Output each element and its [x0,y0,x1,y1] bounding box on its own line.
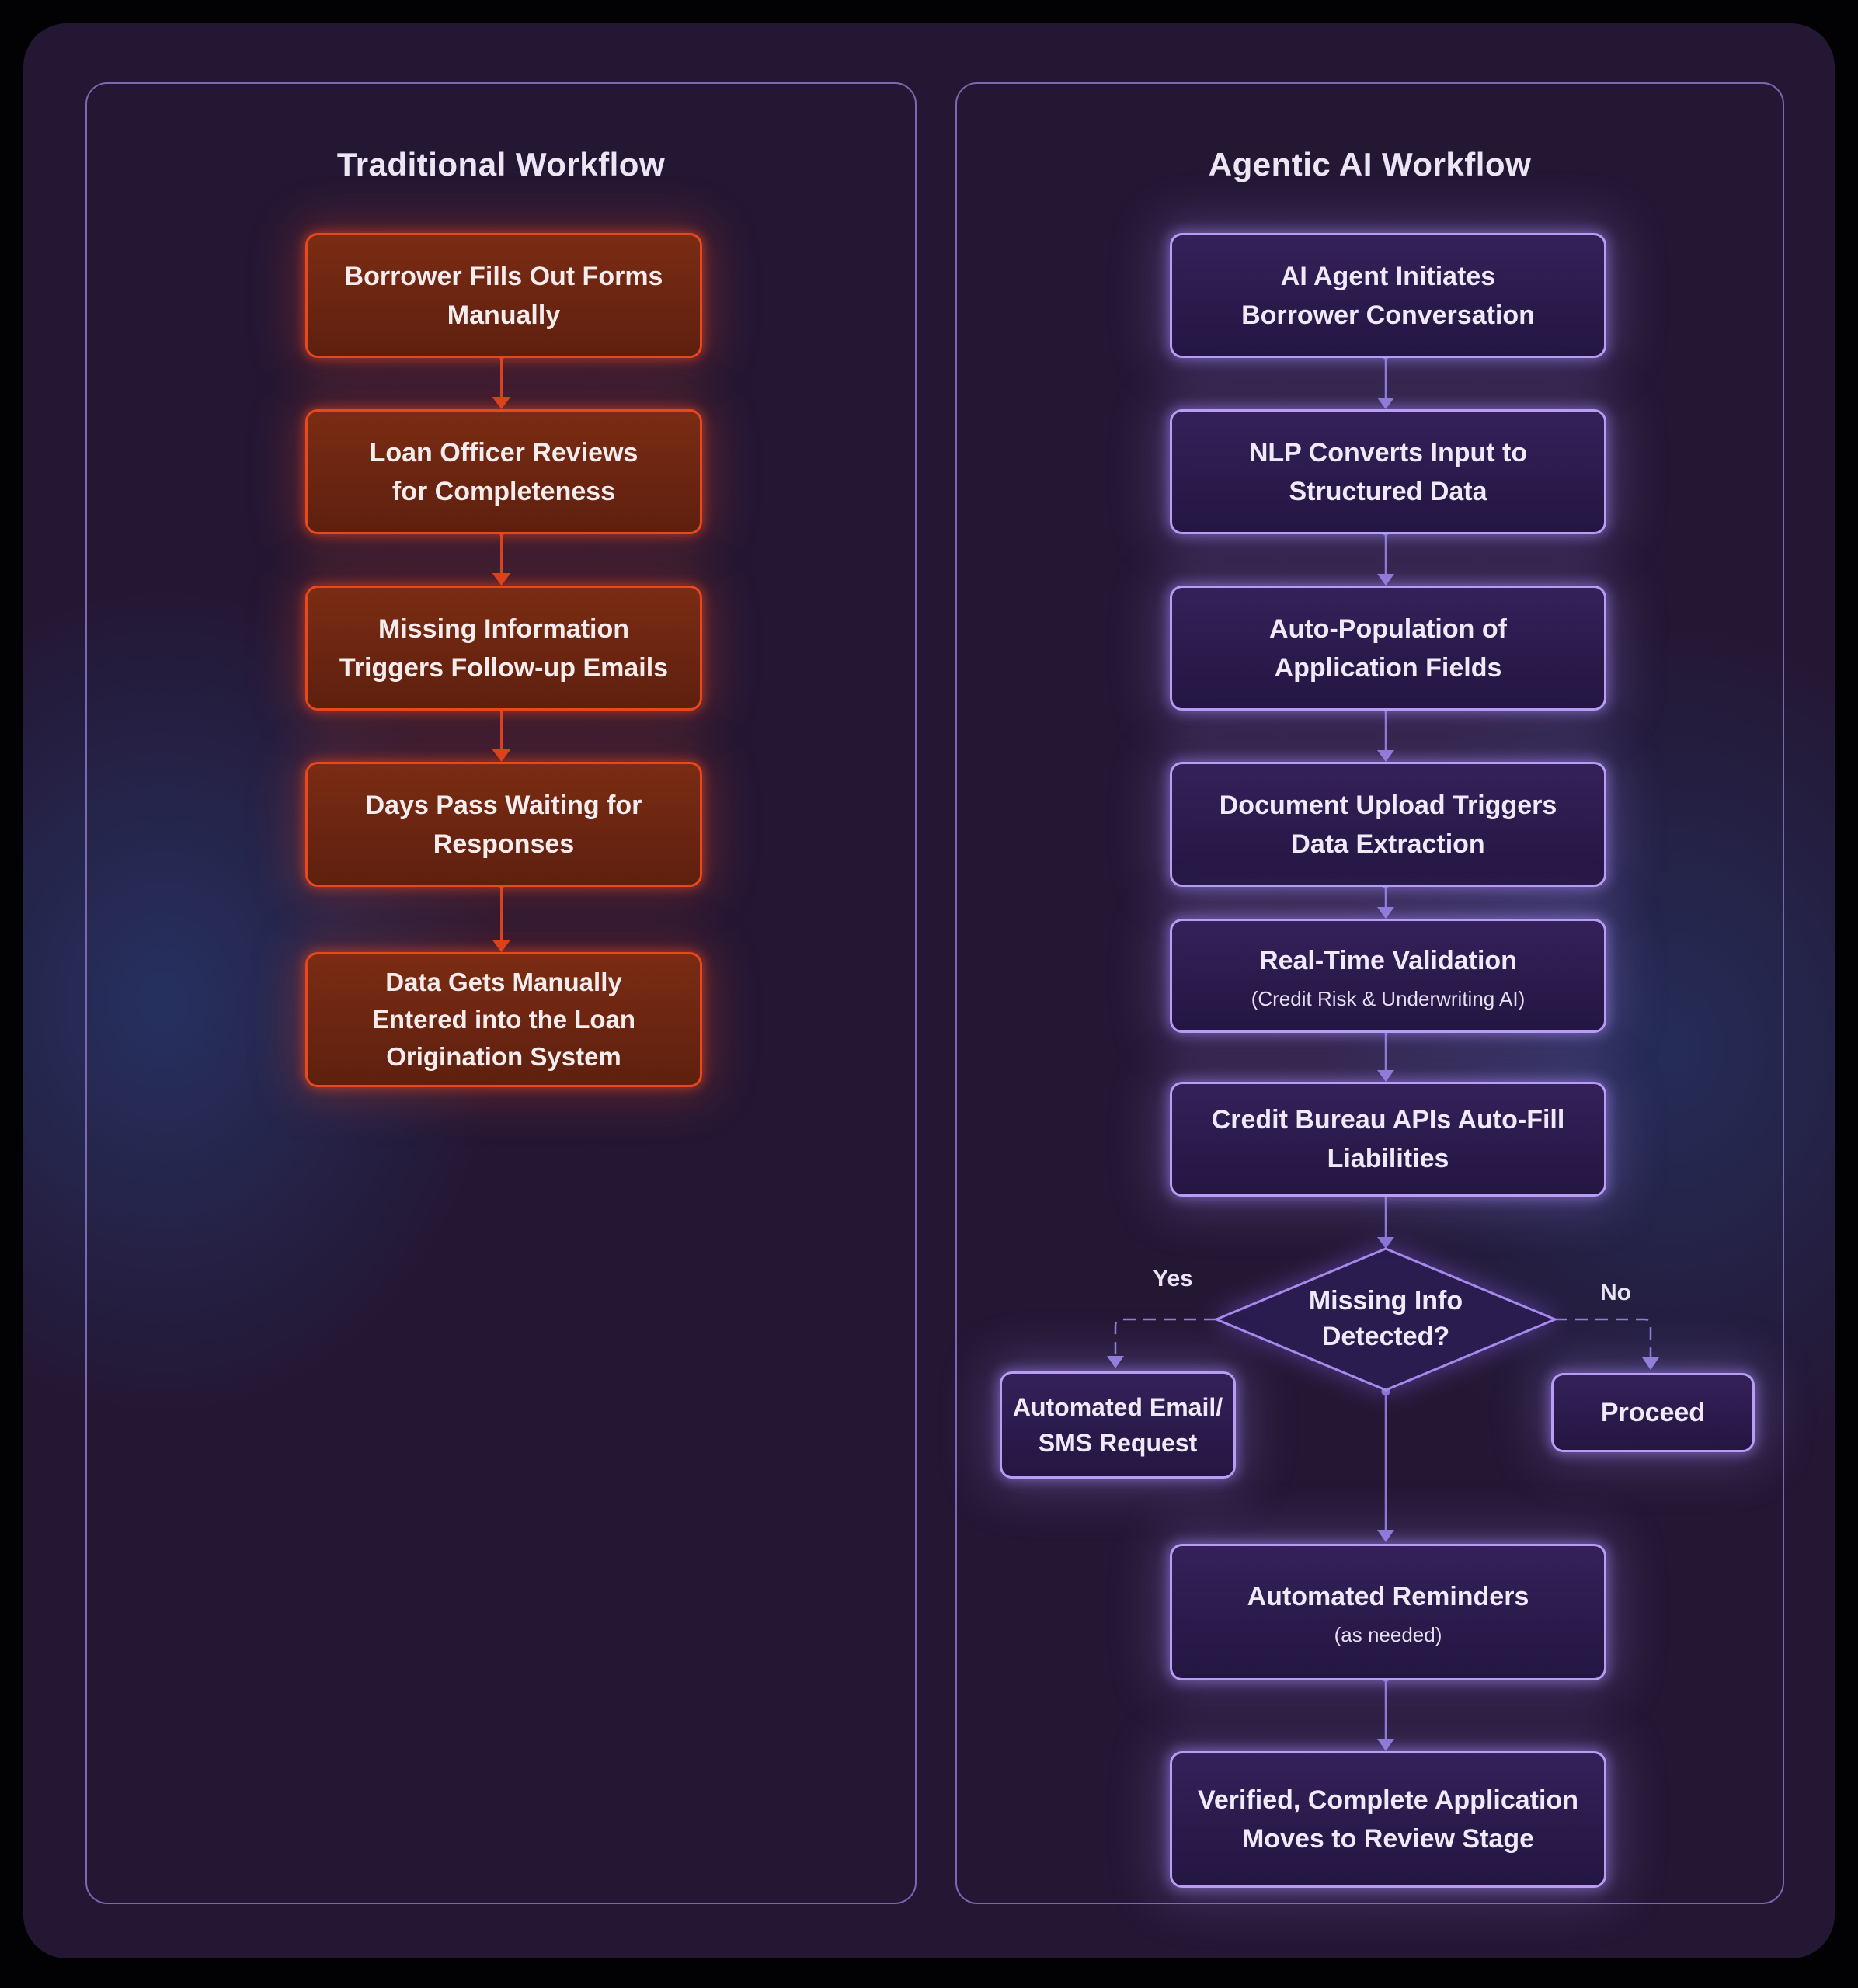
node-line: Data Gets Manually [385,968,622,996]
flow-node-auto-population: Auto-Population of Application Fields [1170,586,1606,711]
no-branch-label: No [1600,1280,1631,1305]
agentic-ai-workflow-title: Agentic AI Workflow [1208,146,1532,182]
node-line: Liabilities [1327,1144,1449,1173]
node-line: Loan Officer Reviews [369,437,638,467]
node-line: Data Extraction [1291,829,1485,859]
right-flow-arrows [1377,350,1394,1751]
decision-branch-connectors [1114,1318,1652,1357]
flow-node-loan-officer-review: Loan Officer Reviews for Completeness [305,409,702,534]
node-line: Proceed [1600,1398,1706,1427]
flow-node-credit-bureau-apis: Credit Bureau APIs Auto-Fill Liabilities [1170,1082,1606,1197]
node-line: Moves to Review Stage [1241,1824,1534,1854]
flow-node-document-upload: Document Upload Triggers Data Extraction [1170,762,1606,887]
yes-branch-label: Yes [1153,1266,1193,1291]
traditional-workflow-title: Traditional Workflow [336,146,666,182]
flow-node-nlp-converts: NLP Converts Input to Structured Data [1170,409,1606,534]
node-line: Manually [447,300,561,330]
flow-node-automated-email-sms: Automated Email/ SMS Request [1000,1371,1236,1479]
node-line: Auto-Population of [1269,613,1507,644]
node-line: AI Agent Initiates [1280,261,1496,291]
flow-node-automated-reminders: Automated Reminders (as needed) [1170,1544,1606,1680]
node-line: SMS Request [1038,1429,1198,1457]
flow-node-missing-info-emails: Missing Information Triggers Follow-up E… [305,586,702,711]
node-line: Structured Data [1289,476,1487,506]
flow-node-borrower-forms: Borrower Fills Out Forms Manually [305,233,702,358]
decision-branch-arrowheads [1107,1356,1659,1370]
agentic-ai-workflow-panel: Agentic AI Workflow [955,82,1784,1904]
node-line: Automated Reminders [1247,1582,1529,1611]
node-line: Borrower Fills Out Forms [344,261,663,291]
node-subtitle: (Credit Risk & Underwriting AI) [1251,986,1526,1010]
node-line: Application Fields [1274,652,1502,683]
node-line: Borrower Conversation [1241,300,1535,330]
flow-node-verified-application: Verified, Complete Application Moves to … [1170,1751,1606,1888]
flow-node-ai-agent-initiates: AI Agent Initiates Borrower Conversation [1170,233,1606,358]
flow-node-proceed: Proceed [1551,1373,1755,1452]
node-line: Responses [433,829,575,859]
flow-node-days-pass: Days Pass Waiting for Responses [305,762,702,887]
flow-node-manual-data-entry: Data Gets Manually Entered into the Loan… [305,952,702,1087]
node-line: Automated Email/ [1012,1393,1223,1421]
node-line: Verified, Complete Application [1198,1785,1578,1815]
decision-line: Detected? [1321,1322,1450,1351]
diagram-canvas: Traditional Workflow Agentic AI Workflow [23,23,1835,1958]
flow-node-realtime-validation: Real-Time Validation (Credit Risk & Unde… [1170,919,1606,1033]
node-line: Credit Bureau APIs Auto-Fill [1211,1105,1565,1135]
node-line: Entered into the Loan [371,1005,636,1034]
node-subtitle: (as needed) [1334,1623,1442,1646]
decision-line: Missing Info [1308,1286,1463,1315]
node-line: Real-Time Validation [1259,945,1517,975]
node-line: for Completeness [391,476,616,506]
node-line: Triggers Follow-up Emails [339,652,669,683]
decision-diamond [1213,1247,1558,1392]
node-line: Days Pass Waiting for [365,790,642,820]
node-line: Origination System [386,1042,621,1071]
node-line: Missing Information [378,613,629,644]
node-line: NLP Converts Input to [1248,437,1528,467]
decision-label: Missing Info Detected? [1254,1283,1518,1354]
traditional-workflow-panel: Traditional Workflow [85,82,917,1904]
node-line: Document Upload Triggers [1219,790,1557,820]
